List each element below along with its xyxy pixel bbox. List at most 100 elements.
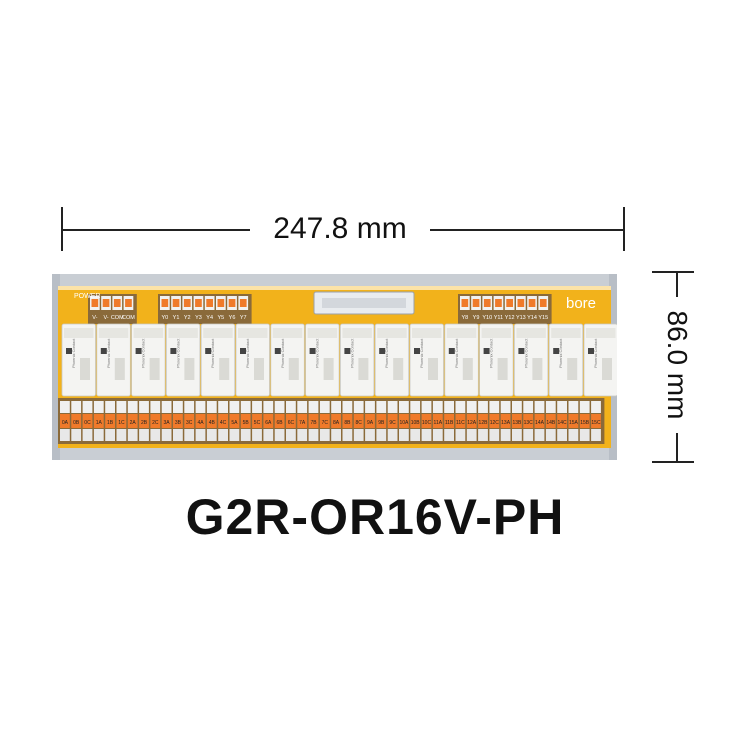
width-dimension-right-tick xyxy=(623,207,625,251)
bottom-terminal-label: 6A xyxy=(265,420,272,426)
relay-brand-label: Phoenix Contact xyxy=(384,338,389,368)
bottom-terminal-base xyxy=(466,429,477,441)
bottom-terminal-label: 10C xyxy=(422,420,432,426)
bottom-terminal-lever xyxy=(489,414,500,428)
output-terminal-lever xyxy=(528,299,536,307)
bottom-terminal-label: 8A xyxy=(333,420,340,426)
bottom-terminal-lever xyxy=(410,414,421,428)
bottom-terminal-screw xyxy=(500,401,511,413)
bottom-terminal-lever xyxy=(206,414,217,428)
bottom-terminal-lever xyxy=(444,414,454,428)
bottom-terminal-label: 4A xyxy=(197,420,204,426)
bottom-terminal-base xyxy=(478,429,488,441)
bottom-terminal-screw xyxy=(82,401,93,413)
bottom-terminal-lever xyxy=(252,414,262,428)
bottom-terminal-screw xyxy=(466,401,477,413)
bottom-terminal-base xyxy=(568,429,579,441)
relay-spec-print xyxy=(393,358,404,380)
power-terminal-lever xyxy=(113,299,121,307)
relay-clip xyxy=(446,328,477,338)
output-terminal-lever xyxy=(472,299,480,307)
brand-mark: bore xyxy=(566,295,596,312)
bottom-terminal-lever xyxy=(60,414,70,428)
bottom-terminal-screw xyxy=(432,401,443,413)
bottom-terminal-base xyxy=(139,429,149,441)
bottom-terminal-label: 6B xyxy=(277,420,284,426)
bottom-terminal-label: 7B xyxy=(310,420,317,426)
bottom-terminal-screw xyxy=(353,401,364,413)
height-dimension-top-tick xyxy=(652,271,694,273)
relay-spec-print xyxy=(114,358,125,380)
relay-brand-label: Phoenix Contact xyxy=(315,338,320,368)
bottom-terminal-label: 12C xyxy=(490,420,500,426)
power-terminal-label: V- xyxy=(103,315,108,321)
relay-logo-icon xyxy=(309,348,316,354)
output-terminal-label: Y6 xyxy=(229,315,236,321)
bottom-terminal-base xyxy=(229,429,240,441)
height-dimension-label: 86.0 mm xyxy=(662,310,693,420)
bottom-terminal-base xyxy=(263,429,274,441)
bottom-terminal-lever xyxy=(173,414,183,428)
bottom-terminal-lever xyxy=(297,414,308,428)
bottom-terminal-screw xyxy=(218,401,228,413)
output-terminal-label: Y3 xyxy=(195,315,202,321)
bottom-terminal-lever xyxy=(218,414,228,428)
bottom-terminal-screw xyxy=(421,401,432,413)
bottom-terminal-lever xyxy=(591,414,601,428)
power-label: POWER xyxy=(74,293,100,300)
bottom-terminal-screw xyxy=(252,401,262,413)
bottom-terminal-base xyxy=(297,429,308,441)
bottom-terminal-lever xyxy=(93,414,104,428)
bottom-terminal-base xyxy=(557,429,567,441)
bottom-terminal-base xyxy=(240,429,251,441)
bottom-terminal-label: 7C xyxy=(322,420,329,426)
relay-brand-label: Phoenix Contact xyxy=(489,338,494,368)
bottom-terminal-label: 8B xyxy=(344,420,351,426)
bottom-terminal-lever xyxy=(71,414,82,428)
bottom-terminal-label: 5A xyxy=(231,420,238,426)
bottom-terminal-base xyxy=(455,429,466,441)
output-terminal-lever xyxy=(483,299,491,307)
output-terminal-label: Y13 xyxy=(516,315,526,321)
bottom-terminal-base xyxy=(399,429,409,441)
bottom-terminal-screw xyxy=(127,401,138,413)
relay-spec-print xyxy=(358,358,369,380)
relay-brand-label: Phoenix Contact xyxy=(210,338,215,368)
bottom-terminal-base xyxy=(82,429,93,441)
bottom-terminal-base xyxy=(489,429,500,441)
bottom-terminal-base xyxy=(500,429,511,441)
bottom-terminal-label: 3B xyxy=(175,420,182,426)
relay-spec-print xyxy=(532,358,543,380)
bottom-terminal-screw xyxy=(399,401,409,413)
bottom-terminal-label: 0B xyxy=(73,420,80,426)
bottom-terminal-lever xyxy=(116,414,127,428)
bottom-terminal-screw xyxy=(173,401,183,413)
relay-spec-print xyxy=(80,358,90,380)
bottom-terminal-screw xyxy=(60,401,70,413)
bottom-terminal-base xyxy=(71,429,82,441)
bottom-terminal-lever xyxy=(399,414,409,428)
relay-spec-print xyxy=(219,358,230,380)
bottom-terminal-screw xyxy=(376,401,387,413)
bottom-terminal-label: 11B xyxy=(445,420,454,426)
bottom-terminal-lever xyxy=(82,414,93,428)
relay-spec-print xyxy=(149,358,160,380)
relay-clip xyxy=(516,328,546,338)
bottom-terminal-base xyxy=(579,429,590,441)
bottom-terminal-lever xyxy=(319,414,330,428)
output-terminal-lever xyxy=(239,299,247,307)
bottom-terminal-base xyxy=(444,429,454,441)
relay-spec-print xyxy=(602,358,612,380)
bottom-terminal-screw xyxy=(263,401,274,413)
relay-clip xyxy=(238,328,268,338)
bottom-terminal-base xyxy=(331,429,341,441)
bottom-terminal-lever xyxy=(376,414,387,428)
bottom-terminal-base xyxy=(545,429,556,441)
bottom-terminal-screw xyxy=(455,401,466,413)
width-dimension-left-tick xyxy=(61,207,63,251)
bottom-terminal-screw xyxy=(342,401,353,413)
height-dimension-label-box: 86.0 mm xyxy=(657,297,697,433)
bottom-terminal-base xyxy=(512,429,522,441)
relay-clip xyxy=(551,328,581,338)
bottom-terminal-lever xyxy=(579,414,590,428)
